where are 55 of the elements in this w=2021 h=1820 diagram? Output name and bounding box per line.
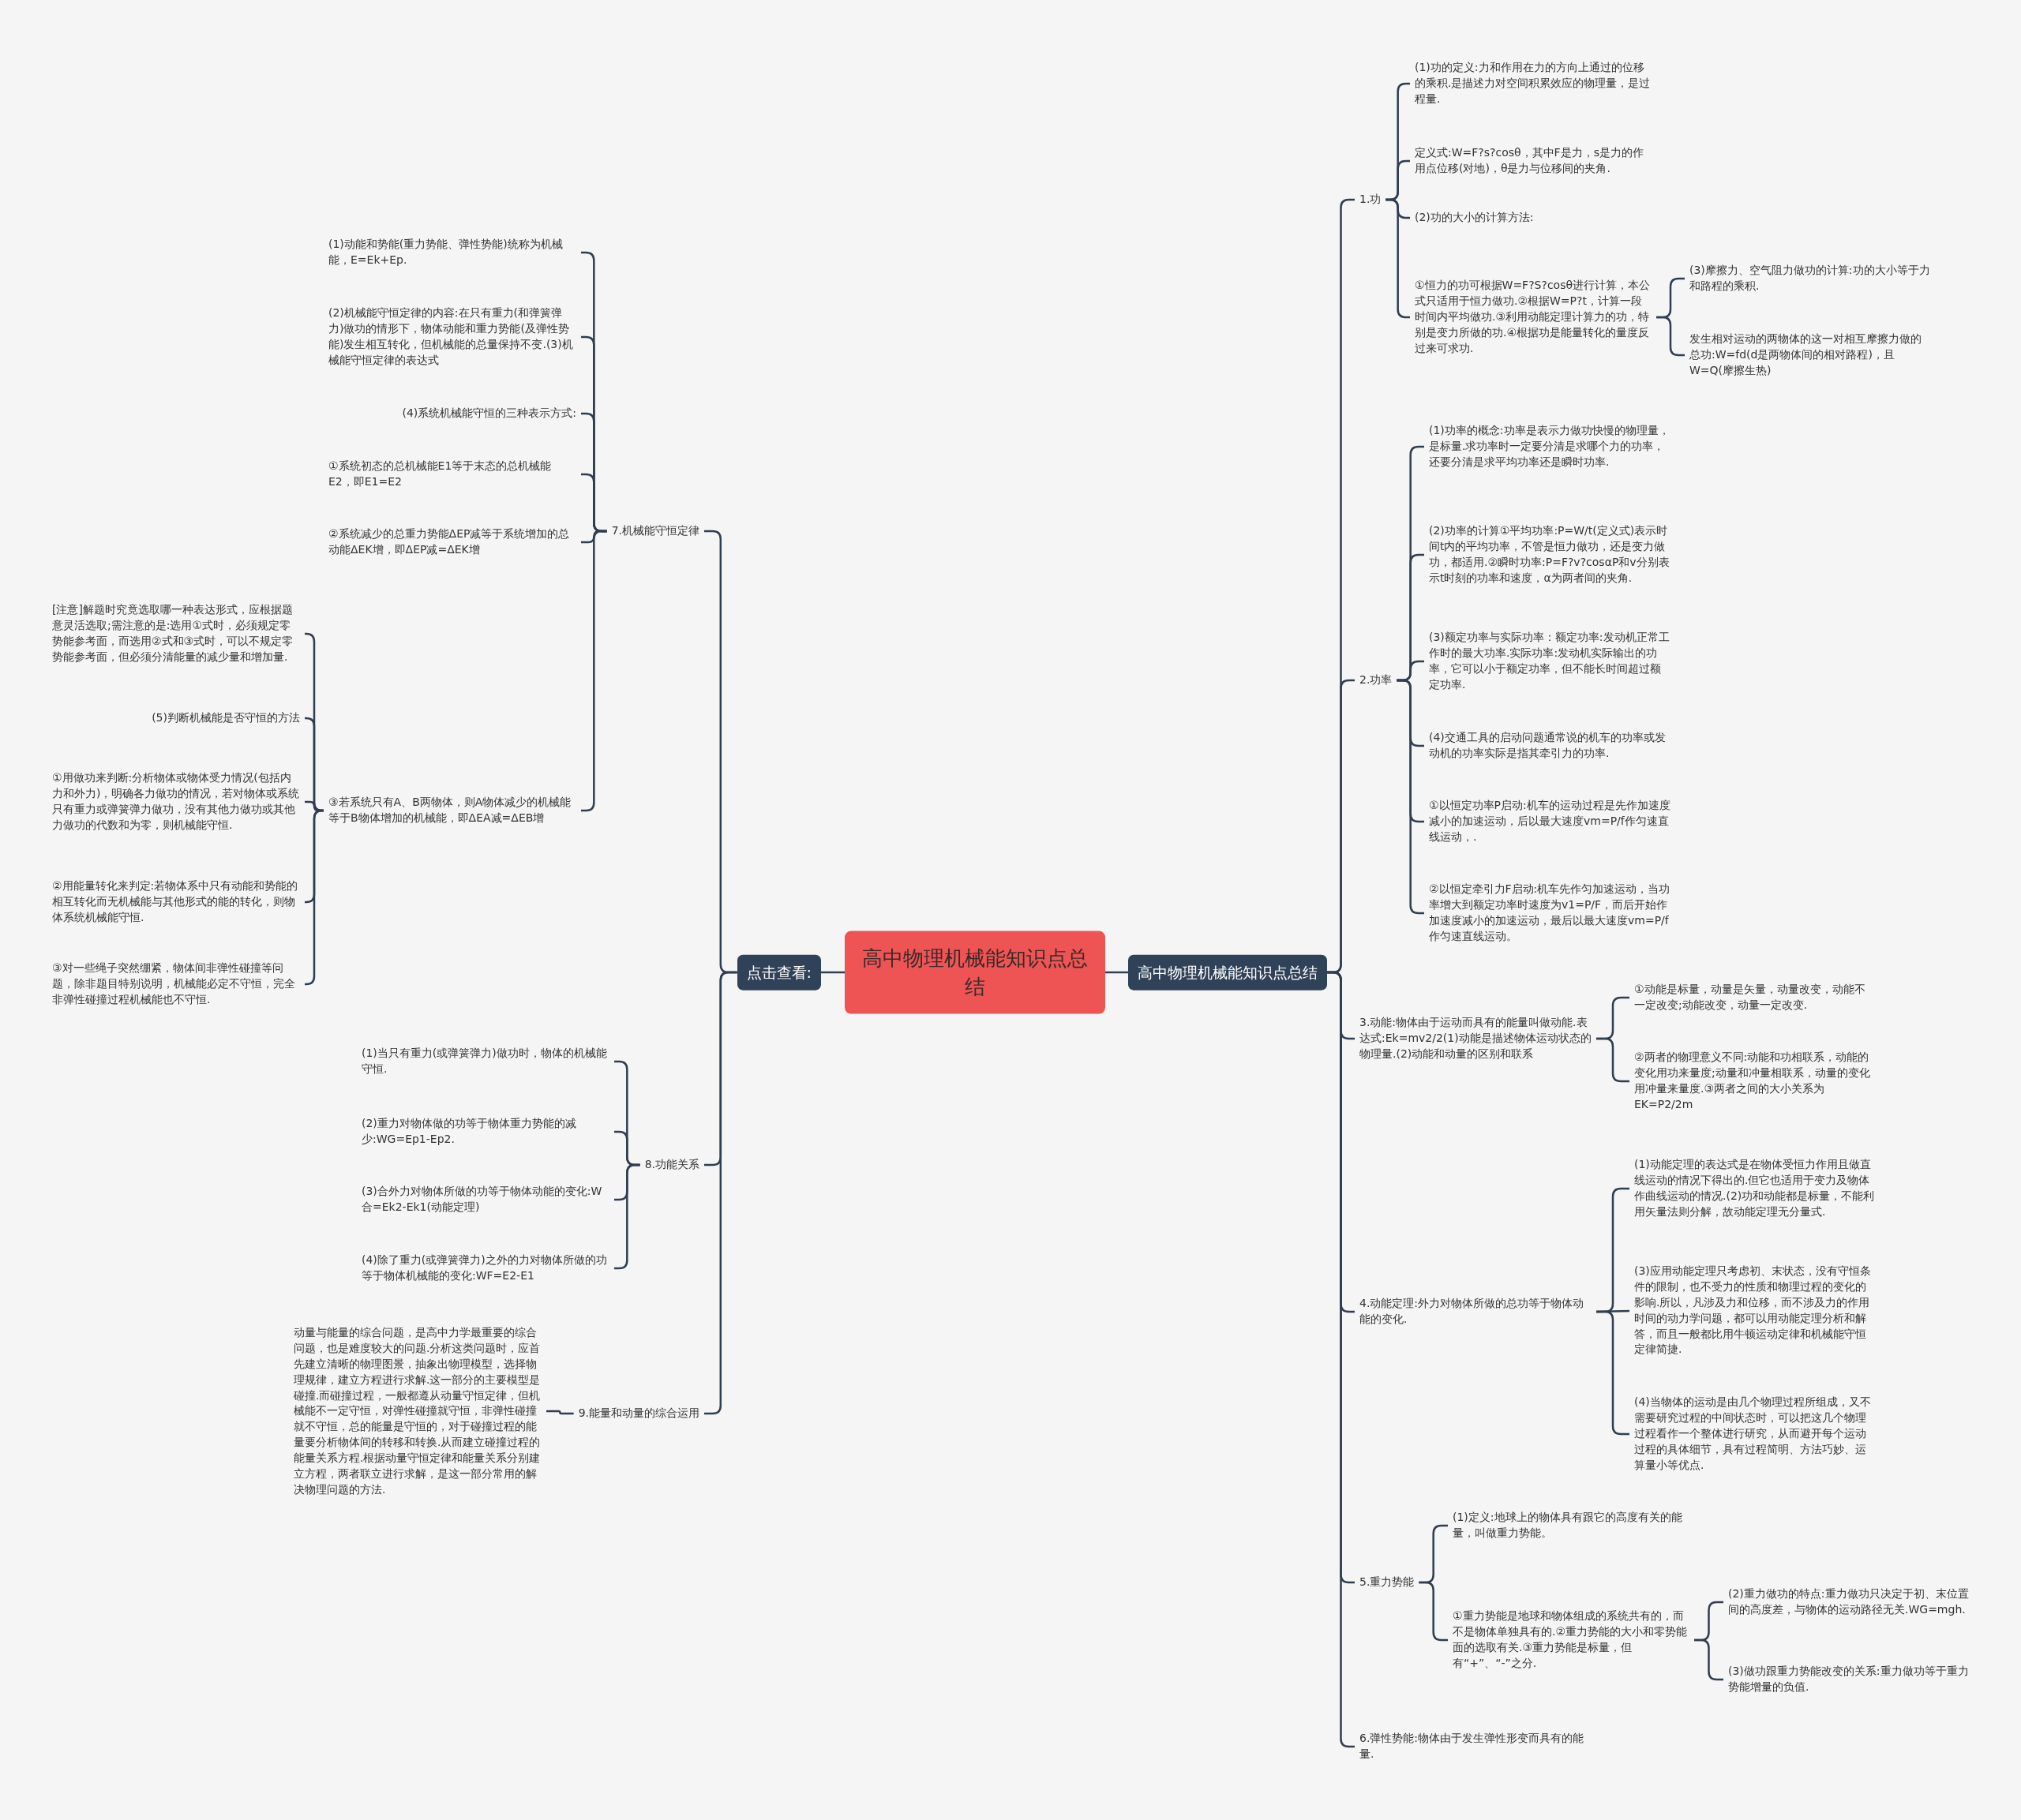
subtopic-text: (3)应用动能定理只考虑初、末状态，没有守恒条件的限制，也不受力的性质和物理过程的变化的影响.所以，凡涉及力和位移，而不涉及力的作用时间的动力学问题，都可以用动能定理分析和解答，而且一般都比用牛顿运动定律和机械能守恒定律简捷. [1629,1262,1880,1360]
subtopic-text: ③若系统只有A、B两物体，则A物体减少的机械能等于B物体增加的机械能，即ΔEA减=ΔEB增 [324,793,581,828]
subtopic-text: 8.功能关系 [639,1155,704,1174]
subtopic-text: (1)动能定理的表达式是在物体受恒力作用且做直线运动的情况下得出的.但它也适用于变力及物体作曲线运动的情况.(2)功和动能都是标量，不能利用矢量法则分解，故动能定理无分量式. [1629,1155,1880,1222]
subtopic-text: 5.重力势能 [1355,1573,1419,1592]
subtopic-text: (3)摩擦力、空气阻力做功的计算:功的大小等于力和路程的乘积. [1685,261,1936,296]
subtopic-text: ②两者的物理意义不同:动能和功相联系，动能的变化用功来量度;动量和冲量相联系，动量的变化用冲量来量度.③两者之间的大小关系为EK=P2/2m [1629,1048,1880,1114]
central-topic: 高中物理机械能知识点总结 [845,931,1105,1014]
subtopic-text: 7.机械能守恒定律 [606,522,704,541]
connector-line [1105,971,1128,974]
subtopic-text: (1)功率的概念:功率是表示力做功快慢的物理量，是标量.求功率时一定要分清是求哪个力的功率，还要分清是求平均功率还是瞬时功率. [1424,421,1675,472]
subtopic-text: ①系统初态的总机械能E1等于末态的总机械能E2，即E1=E2 [324,457,581,492]
subtopic-text: (2)重力对物体做的功等于物体重力势能的减少:WG=Ep1-Ep2. [357,1114,614,1149]
subtopic-text: (4)当物体的运动是由几个物理过程所组成，又不需要研究过程的中间状态时，可以把这几个物理过程看作一个整体进行研究，从而避开每个运动过程的具体细节，具有过程简明、方法巧妙、运算量小等优点. [1629,1393,1880,1475]
subtopic-text: ①用做功来判断:分析物体或物体受力情况(包括内力和外力)，明确各力做功的情况，若对物体或系统只有重力或弹簧弹力做功，没有其他力做功或其他力做功的代数和为零，则机械能守恒. [47,769,305,835]
subtopic-text: ②以恒定牵引力F启动:机车先作匀加速运动，当功率增大到额定功率时速度为v1=P/F，而后开始作加速度减小的加速运动，最后以最大速度vm=P/f作匀速直线运动。 [1424,880,1675,946]
connector-line [821,971,845,974]
subtopic-text: ①恒力的功可根据W=F?S?cosθ进行计算，本公式只适用于恒力做功.②根据W=P?t，计算一段时间内平均做功.③利用动能定理计算力的功，特别是变力所做的功.④根据功是能量转化的量度反过来可求功. [1410,276,1656,358]
connector-line [1656,316,1685,357]
connector-line [546,1410,574,1415]
subtopic-text: (3)额定功率与实际功率：额定功率:发动机正常工作时的最大功率.实际功率:发动机实际输出的功率，它可以小于额定功率，但不能长时间超过额定功率. [1424,628,1675,695]
subtopic-text: (4)除了重力(或弹簧弹力)之外的力对物体所做的功等于物体机械能的变化:WF=E2-E1 [357,1251,614,1286]
subtopic-text: 3.动能:物体由于运动而具有的能量叫做动能.表达式:Ek=mv2/2(1)动能是描述物体运动状态的物理量.(2)动能和动量的区别和联系 [1355,1013,1596,1064]
subtopic-text: 4.动能定理:外力对物体所做的总功等于物体动能的变化. [1355,1294,1596,1329]
subtopic-text: (1)当只有重力(或弹簧弹力)做功时，物体的机械能守恒. [357,1044,614,1079]
main-topic: 点击查看: [737,954,821,991]
main-topic: 高中物理机械能知识点总结 [1128,954,1327,991]
connector-line [1694,1638,1723,1681]
subtopic-text: (2)功率的计算①平均功率:P=W/t(定义式)表示时间t内的平均功率，不管是恒力做功，还是变力做功，都适用.②瞬时功率:P=F?v?cosαP和v分别表示t时刻的功率和速度，α为两者间的夹角. [1424,522,1675,588]
subtopic-text: (4)交通工具的启动问题通常说的机车的功率或发动机的功率实际是指其牵引力的功率. [1424,728,1675,763]
subtopic-text: (1)定义:地球上的物体具有跟它的高度有关的能量，叫做重力势能。 [1448,1508,1694,1543]
subtopic-text: (3)合外力对物体所做的功等于物体动能的变化:W合=Ek2-Ek1(动能定理) [357,1182,614,1217]
connector-line [305,809,324,986]
subtopic-text: 发生相对运动的两物体的这一对相互摩擦力做的总功:W=fd(d是两物体间的相对路程)，且W=Q(摩擦生热) [1685,330,1936,380]
subtopic-text: ①动能是标量，动量是矢量，动量改变，动能不一定改变;动能改变，动量一定改变. [1629,980,1880,1015]
subtopic-text: 定义式:W=F?s?cosθ，其中F是力，s是力的作用点位移(对地)，θ是力与位移间的夹角. [1410,144,1656,178]
subtopic-text: (5)判断机械能是否守恒的方法 [147,709,305,728]
subtopic-text: ③对一些绳子突然绷紧，物体间非弹性碰撞等问题，除非题目特别说明，机械能必定不守恒，完全非弹性碰撞过程机械能也不守恒. [47,959,305,1009]
subtopic-text: ①以恒定功率P启动:机车的运动过程是先作加速度减小的加速运动，后以最大速度vm=P/f作匀速直线运动，. [1424,796,1675,847]
subtopic-text: ②用能量转化来判定:若物体系中只有动能和势能的相互转化而无机械能与其他形式的能的转化，则物体系统机械能守恒. [47,877,305,927]
subtopic-text: ①重力势能是地球和物体组成的系统共有的，而不是物体单独具有的.②重力势能的大小和零势能面的选取有关.③重力势能是标量，但有“+”、“-”之分. [1448,1607,1694,1673]
subtopic-text: (4)系统机械能守恒的三种表示方式: [397,404,581,423]
subtopic-text: 9.能量和动量的综合运用 [573,1404,704,1423]
subtopic-text: (2)重力做功的特点:重力做功只决定于初、末位置间的高度差，与物体的运动路径无关.WG=mgh. [1723,1585,1976,1620]
subtopic-text: (1)功的定义:力和作用在力的方向上通过的位移的乘积.是描述力对空间积累效应的物理量，是过程量. [1410,58,1656,109]
subtopic-text: (2)机械能守恒定律的内容:在只有重力(和弹簧弹力)做功的情形下，物体动能和重力势能(及弹性势能)发生相互转化，但机械能的总量保持不变.(3)机械能守恒定律的表达式 [324,304,581,370]
subtopic-text: ②系统减少的总重力势能ΔEP减等于系统增加的总动能ΔEK增，即ΔEP减=ΔEK增 [324,525,581,560]
subtopic-text: 1.功 [1355,190,1386,209]
subtopic-text: 动量与能量的综合问题，是高中力学最重要的综合问题，也是难度较大的问题.分析这类问题时，应首先建立清晰的物理图景，抽象出物理模型，选择物理规律，建立方程进行求解.这一部分的主要模型是碰撞.而碰撞过程，一般都遵从动量守恒定律，但机械能不一定守恒，对弹性碰撞就守恒，非弹性碰撞就不守恒，总的能量是守恒的，对于碰撞过程的能量要分析物体间的转移和转换.从而建立碰撞过程的能量关系方程.根据动量守恒定律和能量关系分别建立方程，两者联立进行求解，是这一部分常用的解决物理问题的方法. [289,1323,546,1500]
subtopic-text: (1)动能和势能(重力势能、弹性势能)统称为机械能，E=Ek+Ep. [324,235,581,270]
subtopic-text: (2)功的大小的计算方法: [1410,208,1539,227]
subtopic-text: 2.功率 [1355,671,1397,690]
subtopic-text: [注意]解题时究竟选取哪一种表达形式，应根据题意灵活选取;需注意的是:选用①式时，必须规定零势能参考面，而选用②式和③式时，可以不规定零势能参考面，但必须分清能量的减少量和增加量. [47,601,305,667]
subtopic-text: (3)做功跟重力势能改变的关系:重力做功等于重力势能增量的负值. [1723,1662,1976,1697]
subtopic-text: 6.弹性势能:物体由于发生弹性形变而具有的能量. [1355,1729,1596,1764]
